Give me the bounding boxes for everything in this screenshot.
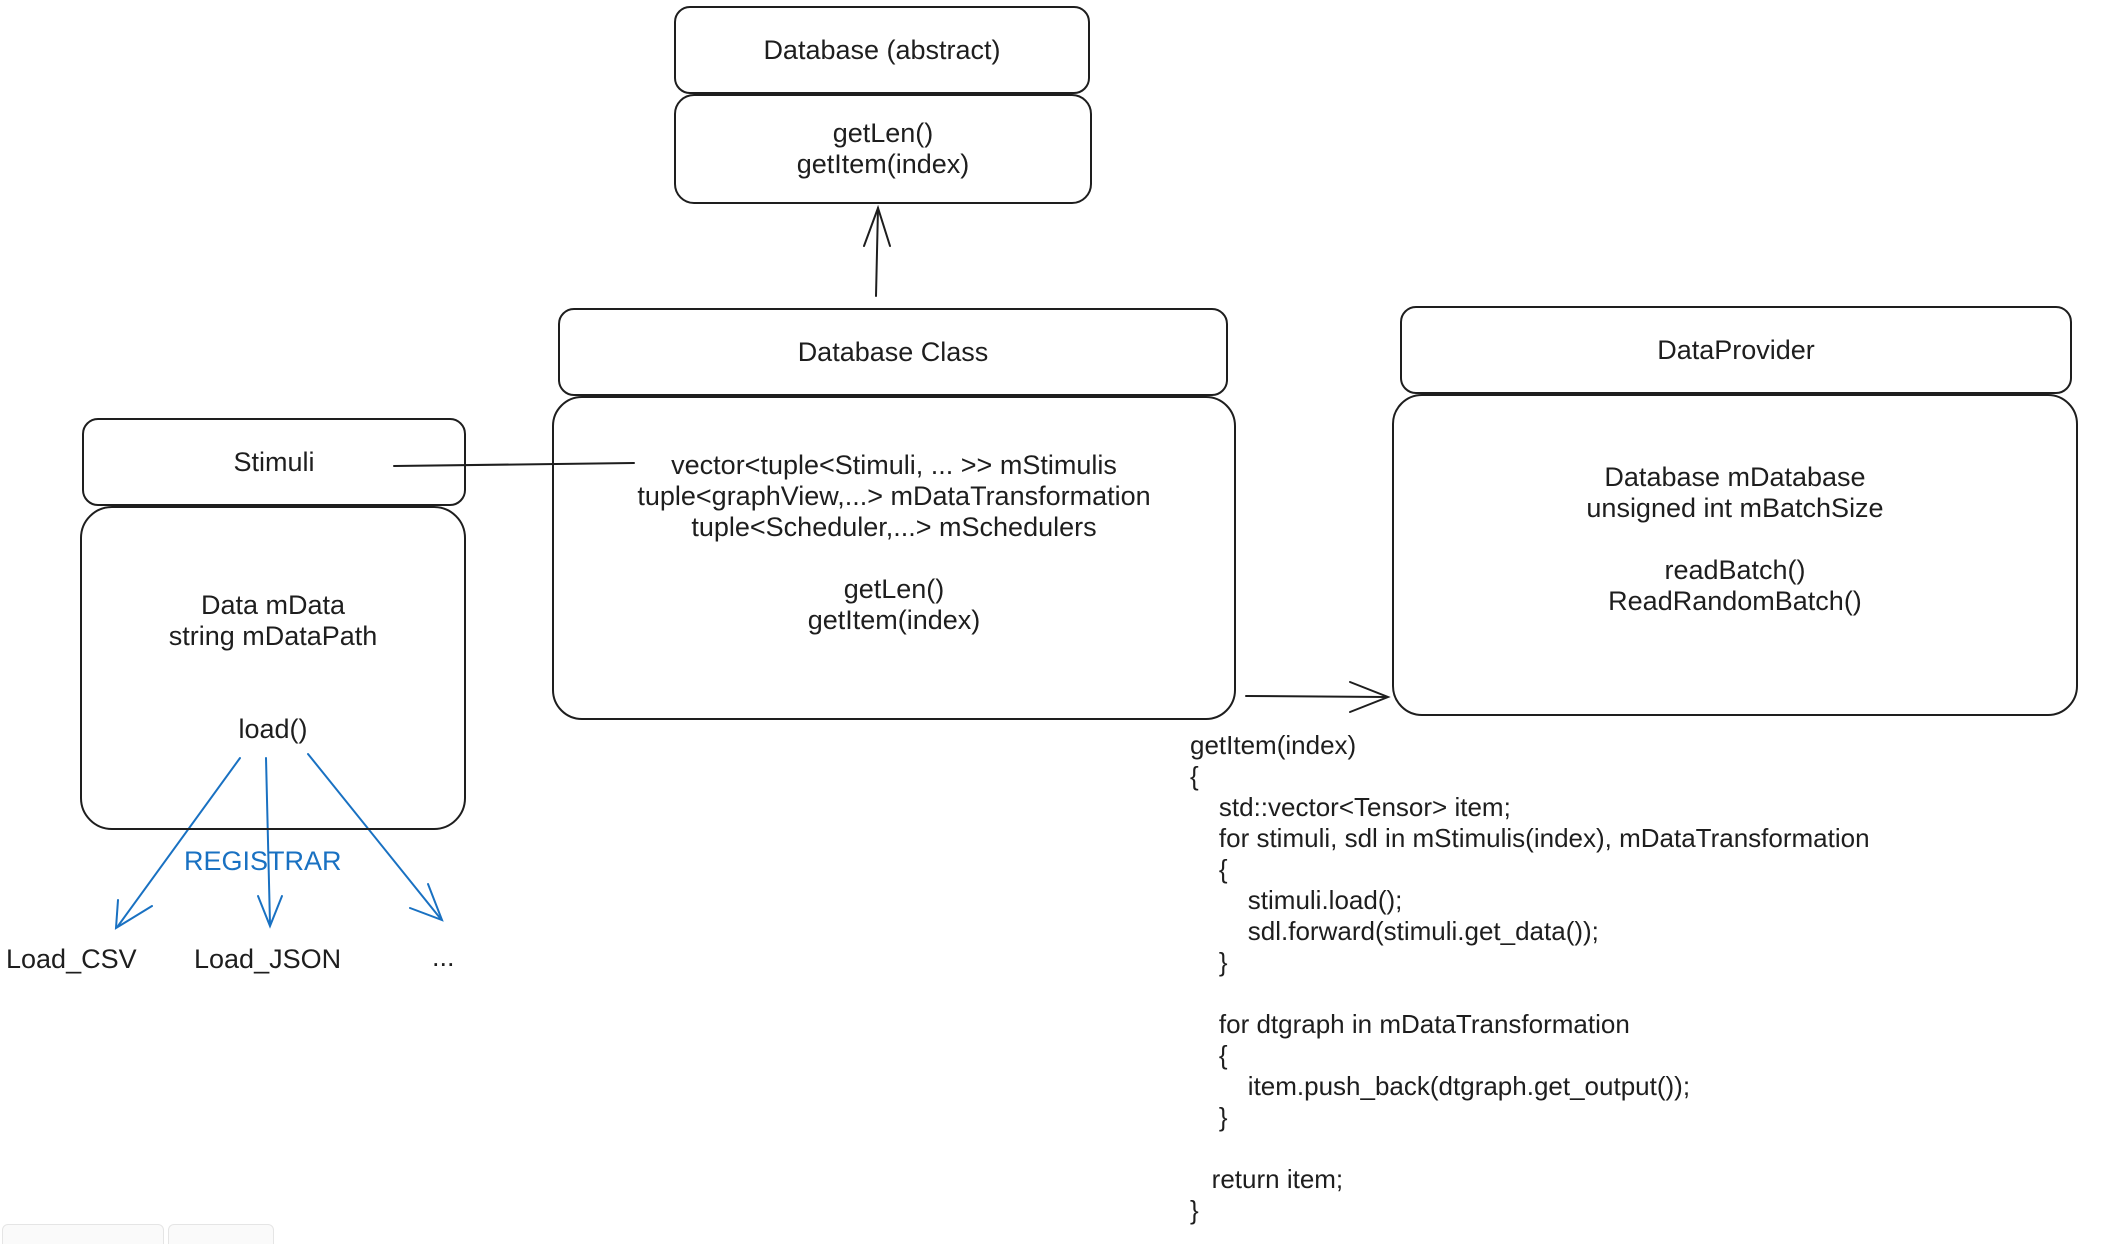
code-line: item.push_back(dtgraph.get_output()); <box>1190 1071 1691 1101</box>
code-line: { <box>1190 761 1199 791</box>
database-class-member: tuple<graphView,...> mDataTransformation <box>637 481 1151 511</box>
abstract-database-title: Database (abstract) <box>763 34 1001 65</box>
stimuli-title: Stimuli <box>233 446 315 477</box>
registrar-arrows <box>114 753 444 930</box>
data-provider-title-box: DataProvider <box>1400 306 2072 394</box>
code-line: for stimuli, sdl in mStimulis(index), mD… <box>1190 823 1870 853</box>
abstract-database-title-box: Database (abstract) <box>674 6 1090 94</box>
code-line: { <box>1190 854 1228 884</box>
data-provider-member: ReadRandomBatch() <box>1608 586 1862 616</box>
data-provider-member: readBatch() <box>1664 555 1806 585</box>
code-line: return item; <box>1190 1164 1344 1194</box>
registrar-target: Load_CSV <box>6 944 137 974</box>
registrar-label: REGISTRAR <box>184 846 342 876</box>
registrar-target: ... <box>432 942 455 972</box>
database-class-member: tuple<Scheduler,...> mSchedulers <box>691 512 1097 542</box>
code-line: for dtgraph in mDataTransformation <box>1190 1009 1630 1039</box>
stimuli-member: Data mData <box>200 590 346 620</box>
abstract-method: getItem(index) <box>796 149 970 179</box>
data-provider-member: unsigned int mBatchSize <box>1586 493 1884 523</box>
stimuli-body-box: Data mData string mDataPath load() <box>80 506 466 830</box>
code-line: std::vector<Tensor> item; <box>1190 792 1511 822</box>
toolbar-tab[interactable] <box>2 1224 164 1244</box>
database-class-member: vector<tuple<Stimuli, ... >> mStimulis <box>671 450 1117 480</box>
stimuli-method: load() <box>238 714 308 744</box>
code-line: sdl.forward(stimuli.get_data()); <box>1190 916 1599 946</box>
bottom-toolbar <box>0 1224 280 1244</box>
code-line: } <box>1190 1102 1228 1132</box>
database-class-member: getLen() <box>843 574 945 604</box>
code-line: } <box>1190 1195 1199 1225</box>
abstract-database-methods-box: getLen() getItem(index) <box>674 94 1092 204</box>
code-line: getItem(index) <box>1190 730 1357 760</box>
code-line <box>1190 1133 1870 1164</box>
inheritance-arrow <box>863 204 891 297</box>
database-class-title-box: Database Class <box>558 308 1228 396</box>
toolbar-tab[interactable] <box>168 1224 274 1244</box>
stimuli-title-box: Stimuli <box>82 418 466 506</box>
database-class-body-box: vector<tuple<Stimuli, ... >> mStimulis t… <box>552 396 1236 720</box>
database-class-title: Database Class <box>797 336 989 367</box>
code-line: } <box>1190 947 1228 977</box>
code-line <box>1190 978 1870 1009</box>
code-line: stimuli.load(); <box>1190 885 1403 915</box>
database-class-member: getItem(index) <box>807 605 981 635</box>
data-provider-title: DataProvider <box>1657 334 1815 365</box>
registrar-target: Load_JSON <box>194 944 342 974</box>
stimuli-association-line <box>393 462 635 467</box>
code-snippet: getItem(index) { std::vector<Tensor> ite… <box>1190 730 1870 1226</box>
abstract-method: getLen() <box>832 118 934 148</box>
code-line: { <box>1190 1040 1228 1070</box>
stimuli-member: string mDataPath <box>168 621 378 651</box>
data-provider-body-box: Database mDatabase unsigned int mBatchSi… <box>1392 394 2078 716</box>
data-provider-member: Database mDatabase <box>1604 462 1866 492</box>
provider-arrow <box>1245 681 1391 713</box>
